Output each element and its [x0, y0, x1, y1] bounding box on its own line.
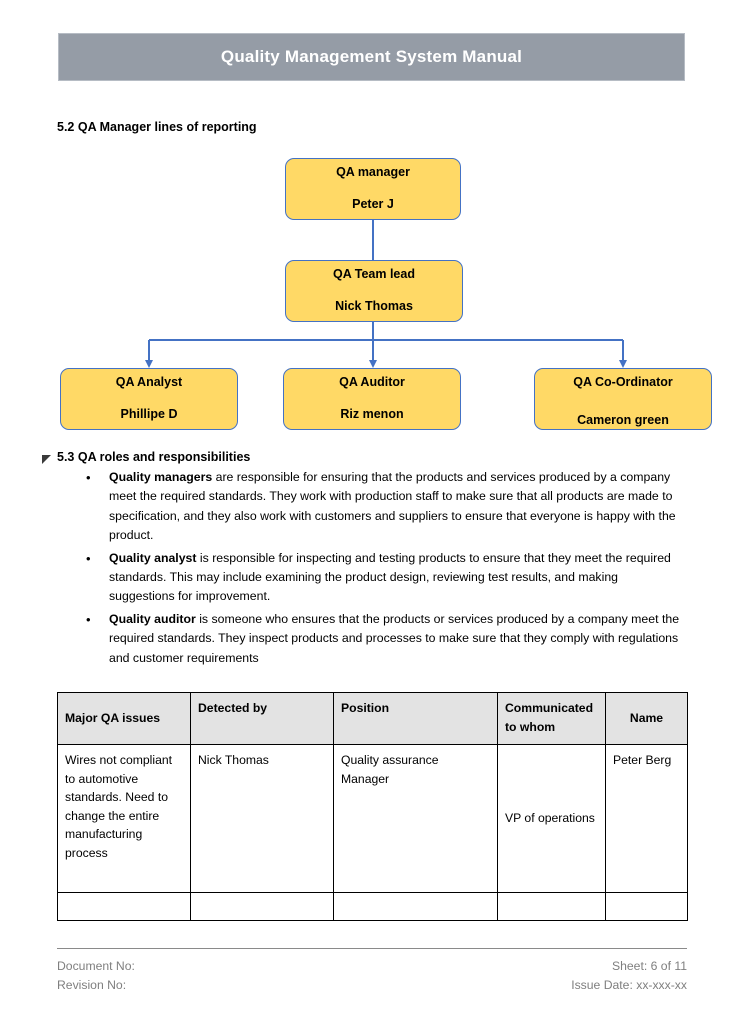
cell-communicated-to: VP of operations — [497, 744, 606, 893]
org-node-qa-coordinator[interactable]: QA Co-Ordinator Cameron green — [534, 368, 712, 430]
collapse-triangle-icon[interactable] — [42, 455, 51, 464]
org-node-person: Phillipe D — [120, 407, 178, 421]
footer-issue-date: Issue Date: xx-xxx-xx — [571, 978, 687, 992]
column-header-position: Position — [333, 692, 498, 745]
qa-issues-table: Major QA issues Detected by Position Com… — [57, 692, 688, 921]
section-heading-5-3: 5.3 QA roles and responsibilities — [57, 450, 251, 464]
column-header-detected-by: Detected by — [190, 692, 334, 745]
bullet-body-text: is responsible for inspecting and testin… — [109, 550, 671, 604]
section-heading-5-2: 5.2 QA Manager lines of reporting — [57, 120, 257, 134]
qa-roles-bullet-list: Quality managers are responsible for ens… — [78, 468, 686, 671]
table-row — [57, 892, 688, 921]
table-header-row: Major QA issues Detected by Position Com… — [57, 692, 688, 745]
org-node-qa-team-lead[interactable]: QA Team lead Nick Thomas — [285, 260, 463, 322]
list-item: Quality auditor is someone who ensures t… — [78, 610, 686, 668]
cell-major-qa-issues — [57, 892, 191, 921]
cell-detected-by: Nick Thomas — [190, 744, 334, 893]
column-header-major-qa-issues: Major QA issues — [57, 692, 191, 745]
list-item: Quality analyst is responsible for inspe… — [78, 549, 686, 607]
cell-major-qa-issues: Wires not compliant to automotive standa… — [57, 744, 191, 893]
table-row: Wires not compliant to automotive standa… — [57, 744, 688, 893]
cell-position — [333, 892, 498, 921]
cell-position: Quality assurance Manager — [333, 744, 498, 893]
column-header-name: Name — [605, 692, 688, 745]
org-node-title: QA Co-Ordinator — [573, 375, 673, 390]
org-node-title: QA manager — [336, 165, 410, 180]
bullet-lead-term: Quality managers — [109, 470, 213, 484]
org-chart: QA manager Peter J QA Team lead Nick Tho… — [0, 140, 748, 440]
cell-name: Peter Berg — [605, 744, 688, 893]
footer-document-no: Document No: — [57, 959, 135, 973]
org-node-title: QA Analyst — [115, 375, 183, 390]
footer-divider — [57, 948, 687, 949]
org-node-qa-manager[interactable]: QA manager Peter J — [285, 158, 461, 220]
footer-sheet-number: Sheet: 6 of 11 — [612, 959, 687, 973]
org-node-person: Riz menon — [340, 407, 404, 421]
document-header-banner: Quality Management System Manual — [58, 33, 685, 81]
org-chart-connectors — [145, 220, 627, 368]
document-title: Quality Management System Manual — [220, 47, 523, 66]
org-node-title: QA Team lead — [333, 267, 415, 282]
list-item: Quality managers are responsible for ens… — [78, 468, 686, 546]
org-node-qa-auditor[interactable]: QA Auditor Riz menon — [283, 368, 461, 430]
cell-detected-by — [190, 892, 334, 921]
org-node-person: Cameron green — [577, 413, 669, 427]
bullet-body-text: is someone who ensures that the products… — [109, 611, 680, 665]
page-footer: Document No: Sheet: 6 of 11 Revision No:… — [57, 957, 687, 995]
org-node-qa-analyst[interactable]: QA Analyst Phillipe D — [60, 368, 238, 430]
cell-communicated-to — [497, 892, 606, 921]
org-node-person: Peter J — [352, 197, 394, 211]
bullet-body-text: are responsible for ensuring that the pr… — [109, 470, 676, 543]
footer-revision-no: Revision No: — [57, 978, 127, 992]
column-header-communicated-to: Communicated to whom — [497, 692, 606, 745]
cell-name — [605, 892, 688, 921]
org-node-title: QA Auditor — [339, 375, 405, 390]
bullet-lead-term: Quality auditor — [109, 611, 196, 626]
bullet-lead-term: Quality analyst — [109, 550, 197, 565]
org-node-person: Nick Thomas — [335, 299, 413, 313]
